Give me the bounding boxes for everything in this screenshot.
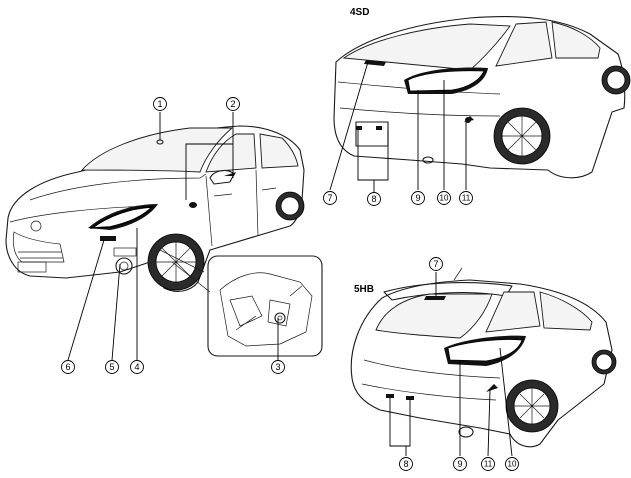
callout-11-hatch-number: 11 — [484, 460, 493, 469]
rear-hatch-drawing — [350, 267, 617, 448]
callout-1-number: 1 — [157, 99, 162, 109]
callout-8-hatch-number: 8 — [403, 459, 408, 469]
callout-2: 2 — [226, 97, 240, 111]
callout-11-sedan-number: 11 — [462, 194, 471, 203]
callout-10-sedan-number: 10 — [440, 194, 449, 203]
front-sedan-drawing — [5, 125, 305, 292]
variant-label-sedan: 4SD — [350, 7, 369, 18]
callout-3: 3 — [271, 360, 285, 374]
callout-9-sedan-number: 9 — [415, 193, 420, 203]
callout-5: 5 — [105, 360, 119, 374]
rear-sedan-drawing — [333, 16, 631, 179]
callout-10-sedan: 10 — [437, 191, 451, 205]
callout-9-hatch-number: 9 — [457, 459, 462, 469]
callout-9-hatch: 9 — [453, 457, 467, 471]
callout-7-sedan: 7 — [323, 191, 337, 205]
callout-6-number: 6 — [65, 362, 70, 372]
callout-1: 1 — [153, 97, 167, 111]
callout-7-hatch: 7 — [429, 257, 443, 271]
leader-lines — [67, 61, 513, 457]
callout-4: 4 — [130, 360, 144, 374]
callout-7-hatch-number: 7 — [433, 259, 438, 269]
callout-8-hatch: 8 — [399, 457, 413, 471]
callout-9-sedan: 9 — [411, 191, 425, 205]
variant-label-hatchback: 5HB — [354, 284, 374, 295]
under-hood-detail-inset — [159, 249, 323, 357]
callout-10-hatch: 10 — [505, 457, 519, 471]
callout-2-number: 2 — [230, 99, 235, 109]
callout-3-number: 3 — [275, 362, 280, 372]
callout-5-number: 5 — [109, 362, 114, 372]
callout-7-sedan-number: 7 — [327, 193, 332, 203]
callout-11-hatch: 11 — [481, 457, 495, 471]
callout-6: 6 — [61, 360, 75, 374]
callout-8-sedan: 8 — [367, 192, 381, 206]
callout-10-hatch-number: 10 — [508, 460, 517, 469]
callout-8-sedan-number: 8 — [371, 194, 376, 204]
callout-4-number: 4 — [134, 362, 139, 372]
callout-11-sedan: 11 — [459, 191, 473, 205]
